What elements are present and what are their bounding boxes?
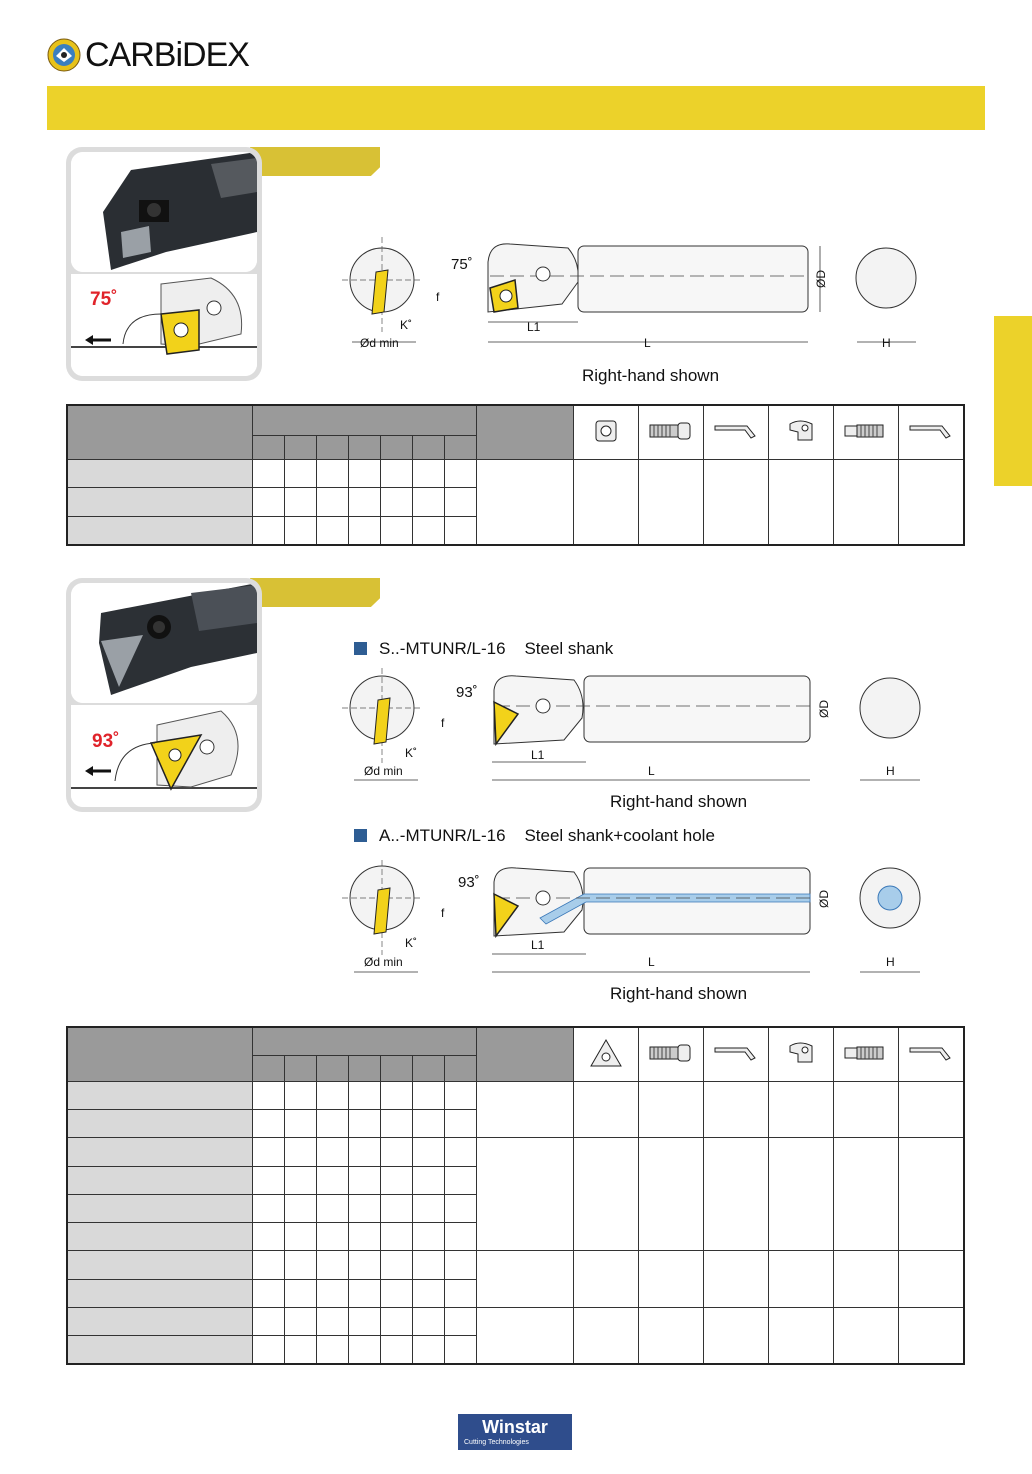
th2-insert	[476, 1026, 574, 1082]
section2-spec-table	[66, 1026, 965, 1365]
tool-photo-2	[71, 583, 257, 703]
section1-tab	[250, 147, 380, 176]
section-banner	[47, 86, 985, 130]
s2a-l1: L1	[531, 748, 545, 762]
tool-diagram-photo	[71, 274, 257, 376]
brand-logo: CARBiDEX	[47, 36, 250, 76]
hex-key-icon	[909, 1047, 951, 1061]
th-icon-screw	[638, 404, 704, 460]
s1-diagram-dmin: Ød min	[360, 336, 399, 350]
th-icon-insert	[573, 404, 639, 460]
s2b-h: H	[886, 955, 895, 969]
th2-icon-clamp	[768, 1026, 834, 1082]
s2a-l: L	[648, 764, 655, 778]
tool-photo	[71, 152, 257, 272]
screw-icon	[844, 1046, 884, 1060]
section2-tab	[250, 578, 380, 607]
screw-icon	[844, 424, 884, 438]
section1-photo-card: 75˚	[66, 147, 262, 381]
s1-diagram-h: H	[882, 336, 891, 350]
variant-a-drawing	[342, 668, 921, 781]
clamp-icon	[789, 1042, 813, 1063]
s2b-angle: 93˚	[458, 874, 480, 891]
variant-a-title: S..-MTUNR/L-16 Steel shank	[354, 639, 613, 659]
s2b-dmin: Ød min	[364, 955, 403, 969]
hex-key-icon	[714, 425, 756, 439]
s2a-h: H	[886, 764, 895, 778]
th-dimensions	[252, 404, 477, 436]
insert-triangle-icon	[590, 1038, 622, 1067]
logo-emblem-icon	[47, 38, 81, 72]
s2a-angle: 93˚	[456, 684, 478, 701]
s2a-caption: Right-hand shown	[610, 792, 748, 811]
s2b-f: f	[441, 906, 445, 920]
footer-logo: Winstar Cutting Technologies	[458, 1414, 572, 1450]
s1-diagram-d: ØD	[814, 270, 828, 288]
th2-designation	[66, 1026, 253, 1082]
th-icon-screw-2	[833, 404, 899, 460]
variant-b-drawing	[342, 860, 921, 973]
s2b-caption: Right-hand shown	[610, 984, 748, 1003]
th2-icon-key-2	[898, 1026, 965, 1082]
s2b-k: K˚	[405, 936, 417, 950]
s1-diagram-k: K˚	[400, 318, 412, 332]
s1-caption: Right-hand shown	[582, 366, 720, 385]
s1-diagram-angle: 75˚	[451, 256, 473, 273]
s1-diagram-l1: L1	[527, 320, 541, 334]
hex-key-icon	[714, 1047, 756, 1061]
section1-spec-table	[66, 404, 965, 546]
side-tab	[994, 316, 1032, 486]
s2a-k: K˚	[405, 746, 417, 760]
th-designation	[66, 404, 253, 460]
bullet-icon	[354, 829, 367, 842]
th-icon-key-2	[898, 404, 965, 460]
s2b-d: ØD	[817, 890, 831, 908]
tool-diagram-photo-2	[71, 705, 257, 807]
section1-angle-label: 75˚	[90, 289, 118, 310]
brand-name: CARBiDEX	[85, 36, 250, 74]
th2-icon-screw-2	[833, 1026, 899, 1082]
section1-drawing	[342, 237, 917, 343]
s2b-l1: L1	[531, 938, 545, 952]
th2-icon-key	[703, 1026, 769, 1082]
section2-photo-card: 93˚	[66, 578, 262, 812]
s2a-dmin: Ød min	[364, 764, 403, 778]
s2a-f: f	[441, 716, 445, 730]
s1-diagram-f: f	[436, 290, 440, 304]
screw-icon	[649, 422, 691, 440]
th-icon-clamp	[768, 404, 834, 460]
clamp-icon	[789, 420, 813, 441]
hex-key-icon	[909, 425, 951, 439]
section2-angle-label: 93˚	[92, 731, 120, 752]
insert-square-icon	[595, 420, 617, 442]
bullet-icon	[354, 642, 367, 655]
footer-brand-name: Winstar	[482, 1417, 548, 1437]
s2b-l: L	[648, 955, 655, 969]
th-icon-key	[703, 404, 769, 460]
th-insert	[476, 404, 574, 460]
th2-icon-screw	[638, 1026, 704, 1082]
s1-diagram-l: L	[644, 336, 651, 350]
s2a-d: ØD	[817, 700, 831, 718]
screw-icon	[649, 1044, 691, 1062]
variant-b-title: A..-MTUNR/L-16 Steel shank+coolant hole	[354, 826, 715, 846]
th2-dimensions	[252, 1026, 477, 1056]
footer-brand-sub: Cutting Technologies	[464, 1439, 529, 1446]
th2-icon-insert	[573, 1026, 639, 1082]
